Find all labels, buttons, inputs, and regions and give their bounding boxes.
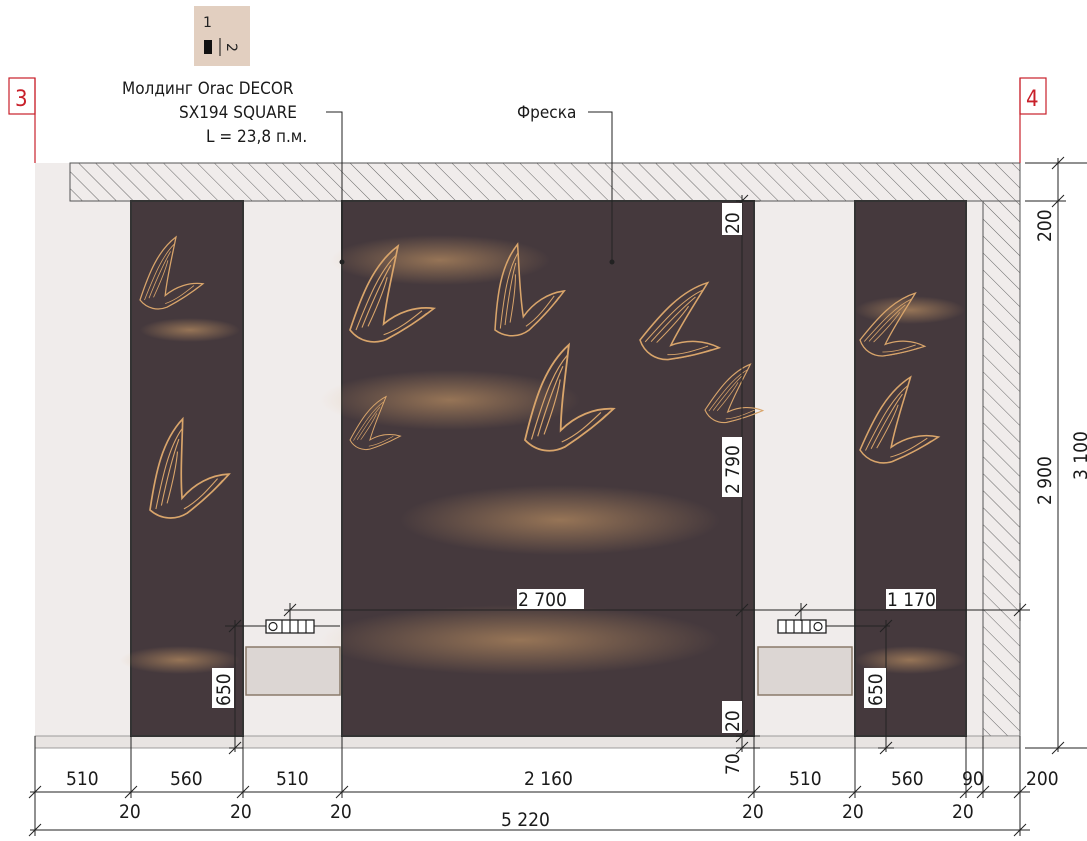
dim-2900: 2 900: [1034, 456, 1056, 505]
dim-gap-20-a: 20: [119, 801, 141, 823]
dim-200-vertical: 200: [1034, 209, 1056, 242]
dim-20-bottom: 20: [722, 710, 744, 732]
console-left: [245, 646, 341, 696]
dim-gap-20-f: 20: [952, 801, 974, 823]
dim-510-mid: 510: [276, 768, 309, 790]
fresco-panel-right: [854, 200, 967, 737]
dim-650-right: 650: [865, 673, 887, 706]
view-marker-top: 1: [203, 15, 212, 31]
dim-gap-20-d: 20: [742, 801, 764, 823]
socket-block-right: [777, 619, 827, 634]
dim-510-right: 510: [789, 768, 822, 790]
dim-650-left: 650: [213, 673, 235, 706]
axis-marker-3: 3: [8, 77, 36, 163]
dim-200-horizontal: 200: [1026, 768, 1059, 790]
dim-20-top: 20: [722, 212, 744, 234]
axis-label-3: 3: [15, 87, 28, 112]
dim-2790: 2 790: [722, 445, 744, 494]
view-marker: 1 2: [194, 6, 250, 66]
dim-560-right: 560: [891, 768, 924, 790]
dimension-socket-horizontal: [283, 603, 1030, 627]
dimension-chain-right: [1025, 156, 1087, 755]
dim-gap-20-e: 20: [842, 801, 864, 823]
dim-gap-20-b: 20: [230, 801, 252, 823]
fresco-panel-left: [120, 200, 244, 737]
fresco-callout: Фреска: [517, 103, 615, 265]
fresco-label: Фреска: [517, 103, 576, 123]
skirting-board: [34, 735, 1021, 749]
dim-total-5220: 5 220: [501, 809, 550, 831]
axis-marker-4: 4: [1019, 77, 1047, 163]
molding-label-line2: SX194 SQUARE: [179, 103, 297, 123]
axis-label-4: 4: [1026, 87, 1039, 112]
view-marker-bottom: 2: [223, 43, 239, 52]
fresco-panel-center: [320, 200, 775, 737]
molding-label-line3: L = 23,8 п.м.: [206, 127, 307, 147]
molding-callout: Молдинг Orac DECOR SX194 SQUARE L = 23,8…: [122, 79, 345, 265]
dim-2160: 2 160: [524, 768, 573, 790]
dim-90: 90: [962, 768, 984, 790]
side-wall: [982, 200, 1021, 737]
dimension-chain-bottom: [28, 736, 1030, 837]
molding-label-line1: Молдинг Orac DECOR: [122, 79, 294, 99]
ceiling-slab: [69, 162, 1021, 202]
console-right: [757, 646, 853, 696]
dim-70: 70: [722, 753, 744, 775]
dim-gap-20-c: 20: [330, 801, 352, 823]
socket-block-left: [265, 619, 315, 634]
dim-2700: 2 700: [518, 589, 567, 611]
dim-560-left: 560: [170, 768, 203, 790]
dim-510-left: 510: [66, 768, 99, 790]
dim-1170: 1 170: [887, 589, 936, 611]
dim-3100: 3 100: [1070, 431, 1087, 480]
